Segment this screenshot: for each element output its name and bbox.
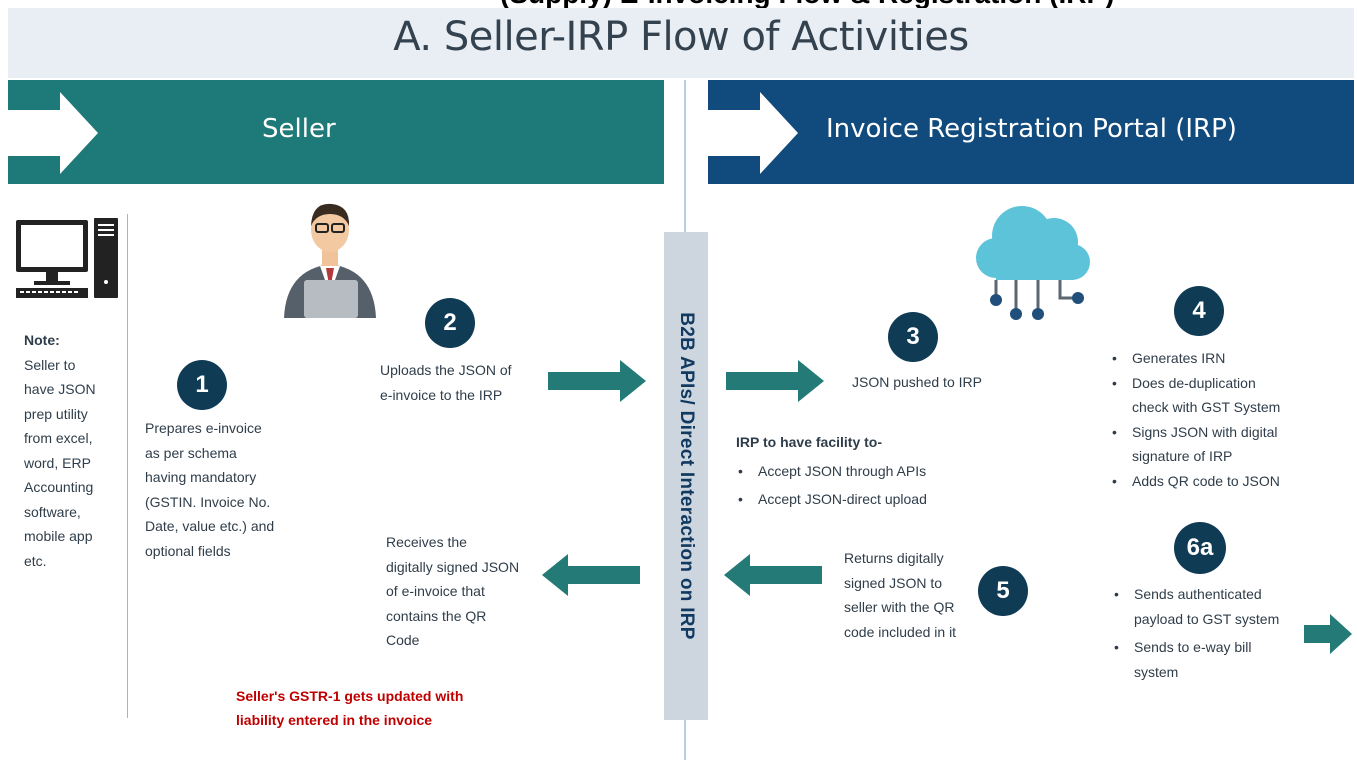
computer-icon	[16, 218, 118, 298]
step-6a-item: Sends authenticated payload to GST syste…	[1112, 582, 1292, 631]
irp-band	[708, 80, 1354, 184]
step-1-line: Date, value etc.) and	[145, 518, 275, 534]
cutoff-heading: (Supply) E-Invoicing Flow & Registration…	[500, 0, 1114, 10]
irp-label: Invoice Registration Portal (IRP)	[826, 114, 1237, 144]
api-bar	[664, 232, 708, 720]
step-5-line: signed JSON to	[844, 574, 943, 591]
step-3-text: JSON pushed to IRP	[852, 374, 982, 390]
step-1-badge: 1	[177, 360, 227, 410]
title-bar	[8, 8, 1354, 78]
note-divider	[127, 214, 128, 718]
arrow-left-icon	[724, 554, 822, 596]
step-1-line: (GSTIN. Invoice No.	[145, 493, 271, 510]
arrow-right-icon	[548, 360, 646, 402]
step-6a-badge: 6a	[1174, 522, 1226, 574]
person-with-laptop-icon	[284, 203, 376, 318]
note-line: mobile app	[24, 528, 93, 544]
page-title: A. Seller-IRP Flow of Activities	[393, 14, 969, 60]
arrow-right-icon	[726, 360, 824, 402]
cloud-icon	[976, 206, 1090, 320]
step-6a-list: Sends authenticated payload to GST syste…	[1112, 582, 1292, 684]
note-line: etc.	[24, 552, 47, 569]
step-3-badge: 3	[888, 312, 938, 362]
note-line: word, ERP	[24, 454, 91, 471]
irp-chevron-icon	[708, 92, 798, 174]
step-2-badge: 2	[425, 298, 475, 348]
step-1-line: having mandatory	[145, 469, 257, 485]
note-line: from excel,	[24, 430, 93, 446]
step-4-item: Does de-duplication check with GST Syste…	[1110, 371, 1290, 420]
note-line: Accounting	[24, 479, 94, 495]
note-line: Seller to	[24, 356, 76, 373]
step-5-text: Returns digitally signed JSON to seller …	[844, 546, 984, 644]
receives-line: of e-invoice that	[386, 583, 485, 599]
note-block: Note: Seller to have JSON prep utility f…	[24, 328, 124, 573]
step-4-item: Generates IRN	[1110, 346, 1290, 371]
arrow-right-icon	[1304, 614, 1352, 654]
step-4-list: Generates IRN Does de-duplication check …	[1110, 346, 1290, 493]
step-2-text: Uploads the JSON of e-invoice to the IRP	[380, 358, 550, 407]
seller-chevron-icon	[8, 92, 98, 174]
step-1-line: optional fields	[145, 542, 231, 559]
step-5-line: code included in it	[844, 623, 957, 640]
receives-line: digitally signed JSON	[386, 558, 520, 575]
step-6a-item: Sends to e-way bill system	[1112, 635, 1292, 684]
seller-band	[8, 80, 664, 184]
api-label: B2B APIs/ Direct Interaction on IRP	[676, 312, 697, 640]
irp-facility-item: Accept JSON-direct upload	[736, 487, 976, 512]
note-line: software,	[24, 503, 81, 520]
irp-facility-item: Accept JSON through APIs	[736, 459, 976, 484]
step-5-badge: 5	[978, 566, 1028, 616]
step-4-item: Signs JSON with digital signature of IRP	[1110, 420, 1290, 469]
step-1-line: as per schema	[145, 444, 237, 461]
seller-label: Seller	[262, 114, 336, 144]
gstr-line: liability entered in the invoice	[236, 712, 433, 728]
step-1-line: Prepares e-invoice	[145, 420, 262, 436]
step-5-line: seller with the QR	[844, 599, 955, 615]
note-line: have JSON	[24, 381, 96, 397]
gstr-note: Seller's GSTR-1 gets updated with liabil…	[236, 684, 463, 732]
step-1-text: Prepares e-invoice as per schema having …	[145, 416, 315, 563]
step-5-line: Returns digitally	[844, 550, 944, 566]
gstr-line: Seller's GSTR-1 gets updated with	[236, 688, 464, 704]
step-4-item: Adds QR code to JSON	[1110, 469, 1290, 494]
note-line: prep utility	[24, 405, 88, 422]
arrow-left-icon	[542, 554, 640, 596]
step-2-line: e-invoice to the IRP	[380, 386, 503, 403]
irp-facility-title: IRP to have facility to-	[736, 434, 882, 450]
receives-line: Receives the	[386, 534, 467, 550]
step-2-line: Uploads the JSON of	[380, 362, 512, 378]
receives-line: Code	[386, 632, 420, 648]
note-title: Note:	[24, 332, 60, 348]
receives-text: Receives the digitally signed JSON of e-…	[386, 530, 546, 653]
receives-line: contains the QR	[386, 607, 487, 624]
irp-facility: IRP to have facility to- Accept JSON thr…	[736, 430, 976, 512]
step-4-badge: 4	[1174, 286, 1224, 336]
